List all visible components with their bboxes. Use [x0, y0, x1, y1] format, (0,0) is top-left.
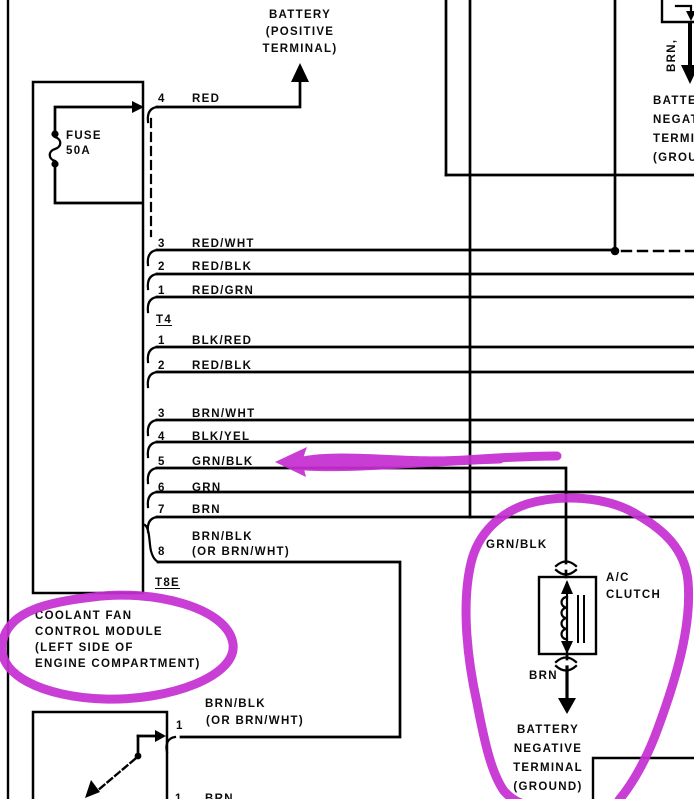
- junction-dot: [610, 246, 620, 256]
- pin-number: 3: [158, 408, 166, 420]
- switch-blade-dashed: [95, 757, 137, 793]
- pin-number: 7: [158, 504, 166, 516]
- pin-number: 5: [158, 456, 166, 468]
- pin-number: 4: [158, 431, 166, 443]
- coolant-module-line: ENGINE COMPARTMENT): [35, 658, 201, 670]
- battery-negative-line: BATTERY: [653, 95, 694, 107]
- wire-label-brn-vertical: BRN,: [666, 38, 678, 72]
- wire-label: RED: [192, 93, 221, 105]
- ground-arrow-icon: [681, 65, 694, 84]
- down-arrow-icon: [561, 641, 573, 654]
- right-arrow-icon: [132, 101, 144, 113]
- fuse-wire-top: [53, 105, 135, 133]
- wire-lines: [6, 0, 694, 799]
- fuse-wire-bottom: [53, 165, 144, 205]
- pin-number: 1: [175, 793, 183, 799]
- pin-number: 2: [158, 261, 166, 273]
- wire-label: BRN: [192, 504, 221, 516]
- coil-core-lines: [577, 595, 585, 643]
- ac-clutch-line: CLUTCH: [606, 589, 662, 601]
- battery-positive-label: BATTERY (POSITIVE TERMINAL): [251, 7, 349, 58]
- bottom-right-box: [591, 756, 694, 799]
- wire-label: GRN: [192, 482, 222, 494]
- wire-brn-blk-loop: [156, 560, 402, 739]
- up-arrow-icon: [291, 63, 309, 82]
- wire-label: (OR BRN/WHT): [206, 715, 304, 727]
- wire-label: RED/BLK: [192, 261, 253, 273]
- wire-label: RED/WHT: [192, 238, 255, 250]
- small-box-top-right: [660, 0, 694, 24]
- pin-number: 1: [158, 335, 166, 347]
- pin-number: 1: [176, 720, 184, 732]
- pin-number: 2: [158, 360, 166, 372]
- pin-number: 6: [158, 482, 166, 494]
- connector-id-t8e: T8E: [155, 577, 180, 589]
- pin-terminals: [143, 105, 177, 754]
- battery-negative-line: NEGATIVE: [653, 114, 694, 126]
- battery-positive-line: (POSITIVE: [265, 26, 335, 38]
- ac-clutch-line: A/C: [606, 572, 630, 584]
- down-arrow-icon: [686, 11, 694, 21]
- battery-positive-line: BATTERY: [268, 9, 332, 21]
- ac-clutch-label: A/C CLUTCH: [606, 570, 661, 604]
- ground-arrow-icon: [558, 698, 576, 714]
- wire-label: RED/GRN: [192, 285, 255, 297]
- wire-label: RED/BLK: [192, 360, 253, 372]
- battery-negative-line: TERMINAL: [653, 133, 694, 145]
- fuse-label: FUSE 50A: [66, 129, 102, 159]
- wire-label: GRN/BLK: [192, 456, 254, 468]
- battery-negative-line: NEGATIVE: [513, 743, 583, 755]
- battery-positive-line: TERMINAL): [262, 43, 338, 55]
- wire-label: (OR BRN/WHT): [192, 546, 290, 558]
- fuse-terminal-dot: [51, 130, 59, 138]
- wire-red: [155, 78, 302, 109]
- wire-label-brn: BRN: [529, 670, 558, 682]
- pin-number: 3: [158, 238, 166, 250]
- coolant-module-line: COOLANT FAN: [35, 610, 133, 622]
- wire-label: BRN/BLK: [192, 531, 253, 543]
- battery-negative-label: BATTERY NEGATIVE TERMINAL (GROUND): [500, 721, 596, 797]
- wire-label: BLK/RED: [192, 335, 253, 347]
- battery-negative-line: (GROUND): [653, 152, 694, 164]
- fuse-terminal-dot: [51, 160, 59, 168]
- bottom-module-box: [31, 710, 169, 799]
- wire-label: BLK/YEL: [192, 431, 251, 443]
- pin-number: 4: [158, 93, 166, 105]
- pin-number: 1: [158, 285, 166, 297]
- coolant-module-label: COOLANT FAN CONTROL MODULE (LEFT SIDE OF…: [35, 608, 201, 672]
- fuse-name: FUSE: [66, 130, 102, 142]
- battery-negative-line: (GROUND): [513, 781, 583, 793]
- fuse-rating: 50A: [66, 145, 91, 157]
- battery-negative-line: TERMINAL: [513, 762, 583, 774]
- battery-negative-label-clipped: BATTERY NEGATIVE TERMINAL (GROUND): [653, 92, 694, 168]
- wire-label: BRN/BLK: [205, 698, 266, 710]
- connector-id-t4: T4: [156, 314, 173, 326]
- right-arrow-icon: [155, 730, 166, 742]
- small-box-arrow: [674, 4, 693, 14]
- coolant-module-line: CONTROL MODULE: [35, 626, 163, 638]
- wire-label: BRN: [205, 793, 234, 799]
- switch-arrow-icon: [85, 780, 100, 798]
- battery-negative-line: BATTERY: [516, 724, 580, 736]
- pin-number: 8: [158, 546, 166, 558]
- coolant-module-line: (LEFT SIDE OF: [35, 642, 134, 654]
- wire-label: BRN/WHT: [192, 408, 256, 420]
- fuse-symbol: [48, 135, 62, 163]
- wire-label-grn-blk: GRN/BLK: [486, 539, 548, 551]
- up-arrow-icon: [561, 580, 573, 594]
- switch-pivot-dot: [134, 752, 142, 760]
